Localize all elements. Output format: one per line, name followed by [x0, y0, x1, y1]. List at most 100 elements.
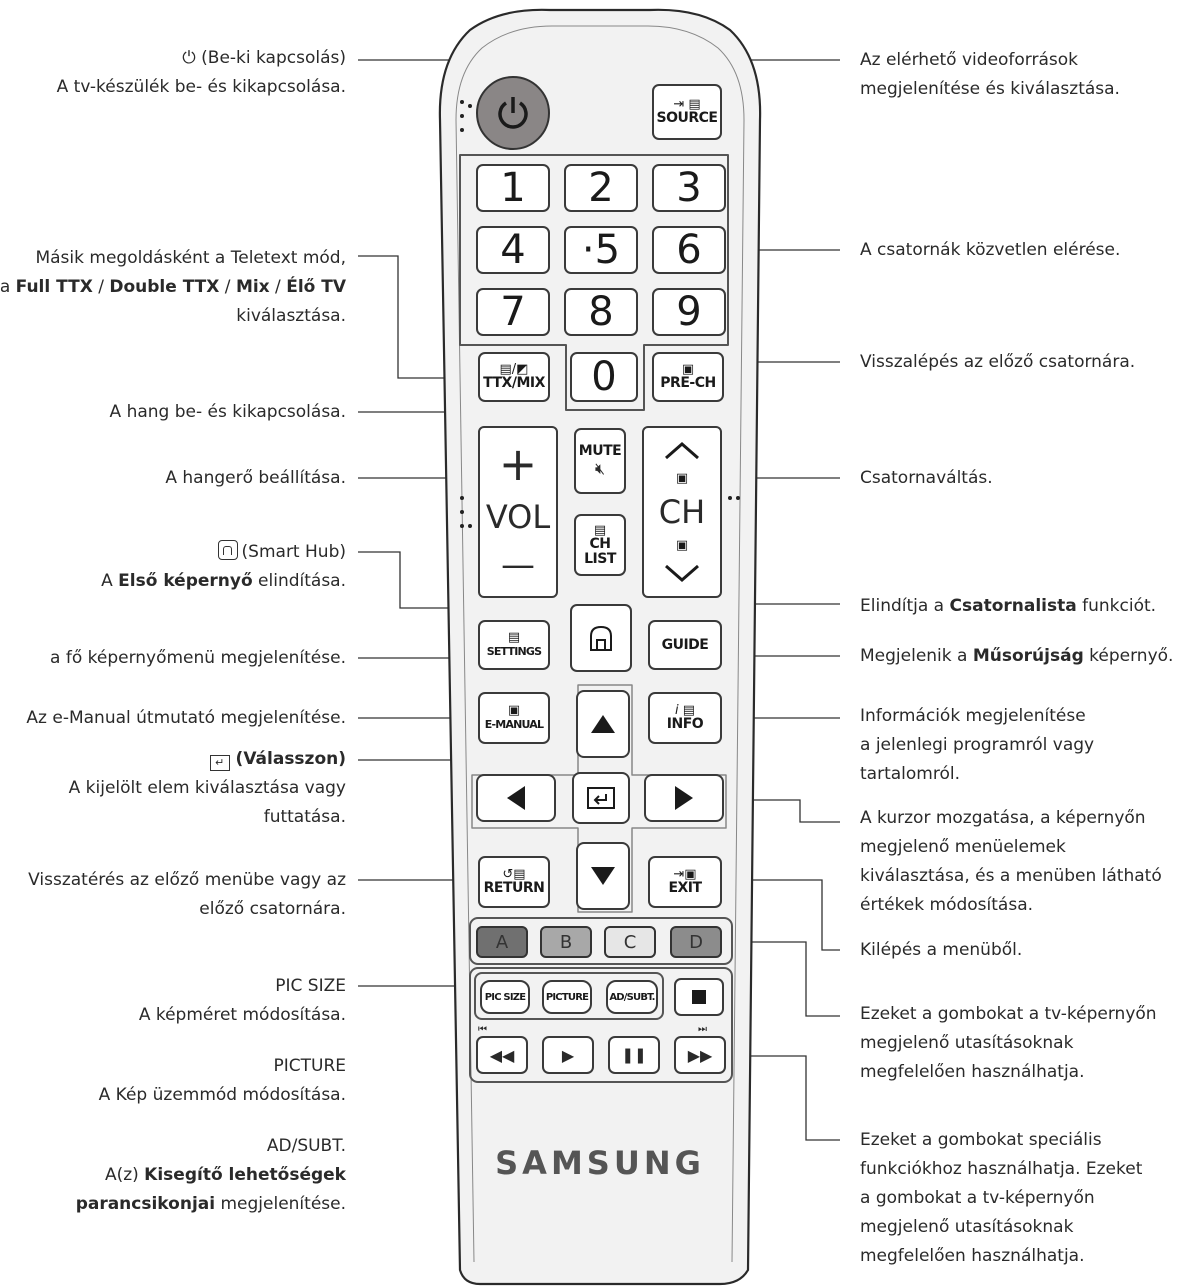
digit-label: ·5 — [581, 227, 621, 273]
digit-7-button[interactable]: 7 — [476, 288, 550, 336]
e-manual-button[interactable]: ▣ E-MANUAL — [478, 692, 550, 744]
source-line-1: Az elérhető videoforrások — [860, 50, 1079, 70]
color-button-a[interactable]: A — [476, 926, 528, 958]
select-title-text: (Válasszon) — [235, 749, 346, 769]
picsize-label: PIC SIZE A képméret módosítása. — [139, 972, 346, 1030]
home-button[interactable] — [570, 604, 632, 672]
channels-label: A csatornák közvetlen elérése. — [860, 240, 1121, 260]
settings-label: a fő képernyőmenü megjelenítése. — [50, 648, 346, 668]
digit-4-button[interactable]: 4 — [476, 226, 550, 274]
settings-button[interactable]: ▤ SETTINGS — [478, 620, 550, 670]
volume-down[interactable]: — — [501, 545, 535, 585]
info-icon: i ▤ — [674, 703, 696, 718]
media-buttons-label: Ezeket a gombokat speciális funkciókhoz … — [860, 1126, 1142, 1271]
pre-ch-button[interactable]: ▣ PRE-CH — [652, 352, 724, 402]
channel-down-chevron-icon[interactable] — [662, 562, 702, 584]
digit-2-button[interactable]: 2 — [564, 164, 638, 212]
guide-label: Megjelenik a Műsorújság képernyő. — [860, 642, 1173, 671]
ch-list-button[interactable]: ▤ CH LIST — [574, 514, 626, 576]
rewind-button[interactable]: ◀◀ — [476, 1036, 528, 1074]
digit-label: 3 — [676, 165, 702, 211]
picture-buttons-group — [474, 972, 664, 1020]
return-button[interactable]: ↺▤ RETURN — [478, 856, 550, 908]
prech-label: Visszalépés az előző csatornára. — [860, 352, 1136, 372]
teletext-label: Másik megoldásként a Teletext mód, a Ful… — [0, 244, 346, 331]
picture-button[interactable]: PICTURE — [542, 980, 592, 1014]
info-button[interactable]: i ▤ INFO — [648, 692, 722, 744]
media-line-2: funkciókhoz használhatja. Ezeket — [860, 1159, 1143, 1179]
teletext-sep: / — [219, 277, 236, 297]
channel-label-text: CH — [658, 493, 706, 531]
select-title: ↵(Válasszon) — [69, 745, 346, 774]
next-track-icon: ⏭ — [698, 1024, 707, 1035]
select-label: ↵(Válasszon) A kijelölt elem kiválasztás… — [69, 745, 346, 832]
fast-forward-button[interactable]: ▶▶ — [674, 1036, 726, 1074]
picture-label: PICTURE A Kép üzemmód módosítása. — [99, 1052, 346, 1110]
teletext-sep: / — [92, 277, 110, 297]
digit-label: 2 — [588, 165, 614, 211]
adsubt-desc-1: A(z) Kisegítő lehetőségek — [76, 1161, 346, 1190]
dpad-up-button[interactable] — [576, 690, 630, 758]
digit-5-button[interactable]: ·5 — [564, 226, 638, 274]
digit-3-button[interactable]: 3 — [652, 164, 726, 212]
stop-button[interactable] — [674, 978, 724, 1016]
volume-rocker[interactable]: + VOL — — [478, 426, 558, 598]
ad-subt-button[interactable]: AD/SUBT. — [606, 980, 658, 1014]
volume-label-text: VOL — [485, 498, 551, 536]
brand-logo: SAMSUNG — [495, 1144, 705, 1182]
teletext-line-2: a Full TTX / Double TTX / Mix / Élő TV — [0, 273, 346, 302]
smarthub-title: (Smart Hub) — [101, 538, 346, 567]
exit-button[interactable]: ⇥▣ EXIT — [648, 856, 722, 908]
pic-size-button[interactable]: PIC SIZE — [480, 980, 530, 1014]
play-button[interactable]: ▶ — [542, 1036, 594, 1074]
chlist-label: Elindítja a Csatornalista funkciót. — [860, 592, 1156, 621]
ch-list-icon: ▤ — [593, 522, 607, 538]
dot — [460, 524, 464, 528]
color-line-2: megjelenő utasításoknak — [860, 1033, 1074, 1053]
channel-up-chevron-icon[interactable] — [662, 440, 702, 462]
power-button[interactable] — [476, 76, 550, 150]
pic-size-label: PIC SIZE — [484, 991, 526, 1003]
mute-button[interactable]: MUTE 🔇︎ — [574, 428, 626, 494]
channel-rocker[interactable]: ▣ CH ▣ — [642, 426, 722, 598]
source-label: Az elérhető videoforrások megjelenítése … — [860, 46, 1120, 104]
dot — [468, 104, 472, 108]
exit-label: Kilépés a menüből. — [860, 940, 1023, 960]
teletext-full-ttx: Full TTX — [15, 277, 93, 297]
stop-icon — [692, 990, 706, 1004]
color-button-b[interactable]: B — [540, 926, 592, 958]
teletext-mix: Mix — [235, 277, 270, 297]
color-button-d[interactable]: D — [670, 926, 722, 958]
dpad-down-button[interactable] — [576, 842, 630, 910]
source-button[interactable]: ⇥ ▤ SOURCE — [652, 84, 722, 140]
dpad-right-button[interactable] — [644, 774, 724, 822]
dot — [460, 100, 464, 104]
volume-up[interactable]: + — [498, 437, 538, 491]
smarthub-title-text: (Smart Hub) — [241, 542, 346, 562]
guide-label-b: Műsorújság — [972, 646, 1084, 666]
ttx-mix-button[interactable]: ▤/◩ TTX/MIX — [478, 352, 550, 402]
cursor-line-2: megjelenő menüelemek — [860, 837, 1066, 857]
digit-8-button[interactable]: 8 — [564, 288, 638, 336]
enter-button[interactable] — [572, 772, 630, 824]
color-button-c[interactable]: C — [604, 926, 656, 958]
digit-9-button[interactable]: 9 — [652, 288, 726, 336]
select-desc-2: futtatása. — [263, 807, 346, 827]
pause-button[interactable]: ❚❚ — [608, 1036, 660, 1074]
picture-button-label: PICTURE — [545, 991, 589, 1003]
info-line-2: a jelenlegi programról vagy — [860, 735, 1095, 755]
chlist-label-b: Csatornalista — [949, 596, 1077, 616]
digit-label: 8 — [588, 289, 614, 335]
dot — [460, 496, 464, 500]
smarthub-desc-c: elindítása. — [252, 571, 346, 591]
color-buttons-label: Ezeket a gombokat a tv-képernyőn megjele… — [860, 1000, 1157, 1087]
teletext-sep: / — [269, 277, 287, 297]
dpad-left-button[interactable] — [476, 774, 556, 822]
home-icon — [217, 540, 238, 560]
digit-0-button[interactable]: 0 — [570, 352, 638, 402]
e-manual-label: E-MANUAL — [484, 718, 544, 731]
return-label: RETURN — [483, 880, 545, 896]
guide-button[interactable]: GUIDE — [648, 620, 722, 670]
digit-6-button[interactable]: 6 — [652, 226, 726, 274]
digit-1-button[interactable]: 1 — [476, 164, 550, 212]
